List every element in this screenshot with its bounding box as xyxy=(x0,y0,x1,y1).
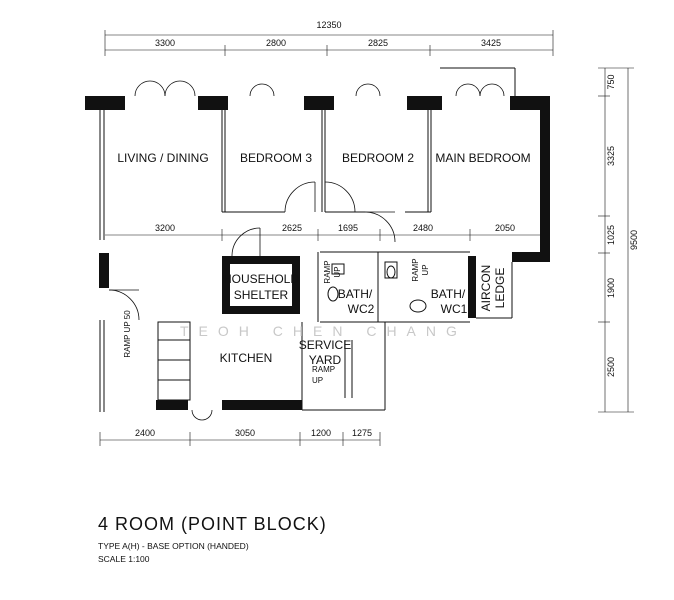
right-dim-3: 1025 xyxy=(606,225,616,245)
bottom-dim-4: 1275 xyxy=(352,428,372,438)
label-shelter: SHELTER xyxy=(234,288,289,302)
plan-type: TYPE A(H) - BASE OPTION (HANDED) xyxy=(98,541,249,551)
label-kitchen: KITCHEN xyxy=(220,351,273,365)
bottom-dimensions: 2400 3050 1200 1275 xyxy=(99,428,381,446)
ramp-wc2-up: UP xyxy=(333,266,342,277)
right-dim-5: 2500 xyxy=(606,357,616,377)
plan-scale: SCALE 1:100 xyxy=(98,554,150,564)
label-bedroom-2: BEDROOM 2 xyxy=(342,151,414,165)
ramp-yard-label: RAMP xyxy=(312,365,335,374)
ramp-wc1-label: RAMP xyxy=(411,258,420,281)
label-ledge: LEDGE xyxy=(493,268,507,309)
bottom-dim-2: 3050 xyxy=(235,428,255,438)
fixtures xyxy=(327,261,427,313)
label-yard: YARD xyxy=(309,353,342,367)
top-dim-4: 3425 xyxy=(481,38,501,48)
bottom-dim-1: 2400 xyxy=(135,428,155,438)
right-dim-4: 1900 xyxy=(606,278,616,298)
right-dim-1: 750 xyxy=(606,74,616,89)
label-bedroom-3: BEDROOM 3 xyxy=(240,151,312,165)
ramp-wc1-up: UP xyxy=(421,264,430,275)
mid-dimensions: 3200 2625 1695 2480 2050 xyxy=(105,223,545,241)
label-service: SERVICE xyxy=(299,338,351,352)
overall-height-label: 9500 xyxy=(629,230,639,250)
mid-dim-4: 2480 xyxy=(413,223,433,233)
mid-dim-1: 3200 xyxy=(155,223,175,233)
right-dim-2: 3325 xyxy=(606,146,616,166)
label-living-dining: LIVING / DINING xyxy=(117,151,208,165)
label-bath-wc1-line2: WC1 xyxy=(441,302,468,316)
ramp-entry-label: RAMP UP 50 xyxy=(123,310,132,358)
mid-dim-5: 2050 xyxy=(495,223,515,233)
basin-wc1-icon xyxy=(409,299,427,313)
ramp-yard-up: UP xyxy=(312,376,323,385)
label-aircon: AIRCON xyxy=(479,265,493,312)
mid-dim-3: 1695 xyxy=(338,223,358,233)
bottom-dim-3: 1200 xyxy=(311,428,331,438)
mid-dim-2: 2625 xyxy=(282,223,302,233)
plan-title: 4 ROOM (POINT BLOCK) xyxy=(98,514,327,534)
walls xyxy=(85,67,550,412)
overall-width-label: 12350 xyxy=(316,20,341,30)
label-household: HOUSEHOLD xyxy=(223,272,299,286)
label-bath-wc2-line1: BATH/ xyxy=(338,287,373,301)
top-dimensions: 12350 3300 2800 2825 3425 xyxy=(104,20,554,56)
right-dimensions: 750 3325 1025 1900 2500 9500 xyxy=(598,67,639,413)
top-dim-2: 2800 xyxy=(266,38,286,48)
watermark: TEOH CHEN CHANG xyxy=(180,323,467,339)
basin-wc2-icon xyxy=(331,263,345,275)
room-labels: LIVING / DINING BEDROOM 3 BEDROOM 2 MAIN… xyxy=(117,151,530,367)
top-dim-3: 2825 xyxy=(368,38,388,48)
doors-windows xyxy=(108,80,505,421)
title-block: 4 ROOM (POINT BLOCK) TYPE A(H) - BASE OP… xyxy=(98,514,327,564)
top-dim-1: 3300 xyxy=(155,38,175,48)
ramp-annotations: RAMP UP RAMP UP RAMP UP RAMP UP 50 xyxy=(123,258,430,385)
ramp-wc2-label: RAMP xyxy=(323,260,332,283)
label-bath-wc1-line1: BATH/ xyxy=(431,287,466,301)
label-main-bedroom: MAIN BEDROOM xyxy=(435,151,530,165)
toilet-wc2-icon xyxy=(327,286,339,302)
label-bath-wc2-line2: WC2 xyxy=(348,302,375,316)
